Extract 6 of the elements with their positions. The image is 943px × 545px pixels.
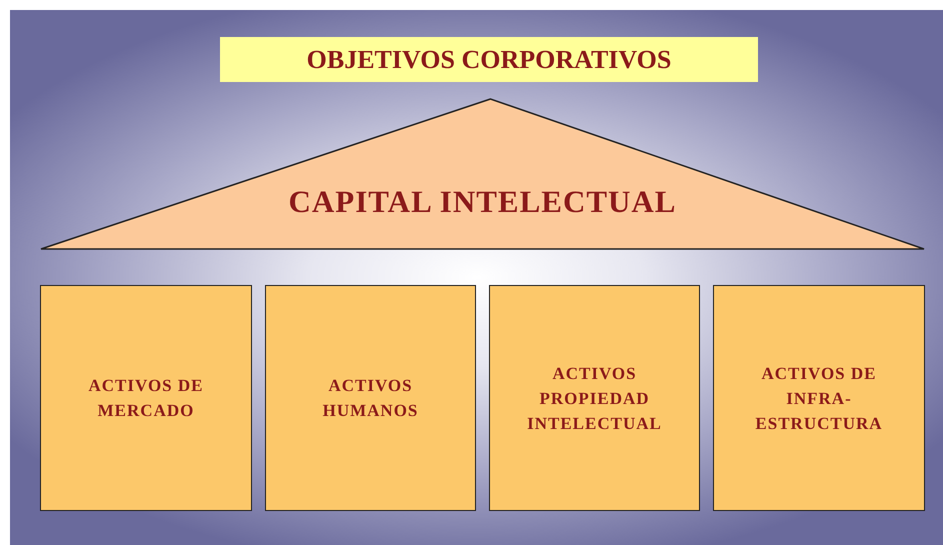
asset-box: ACTIVOS DE INFRA- ESTRUCTURA bbox=[713, 285, 925, 511]
asset-box: ACTIVOS HUMANOS bbox=[265, 285, 476, 511]
objectives-banner: OBJETIVOS CORPORATIVOS bbox=[220, 37, 758, 82]
asset-box: ACTIVOS PROPIEDAD INTELECTUAL bbox=[489, 285, 700, 511]
roof-label: CAPITAL INTELECTUAL bbox=[288, 184, 676, 220]
asset-box: ACTIVOS DE MERCADO bbox=[40, 285, 252, 511]
